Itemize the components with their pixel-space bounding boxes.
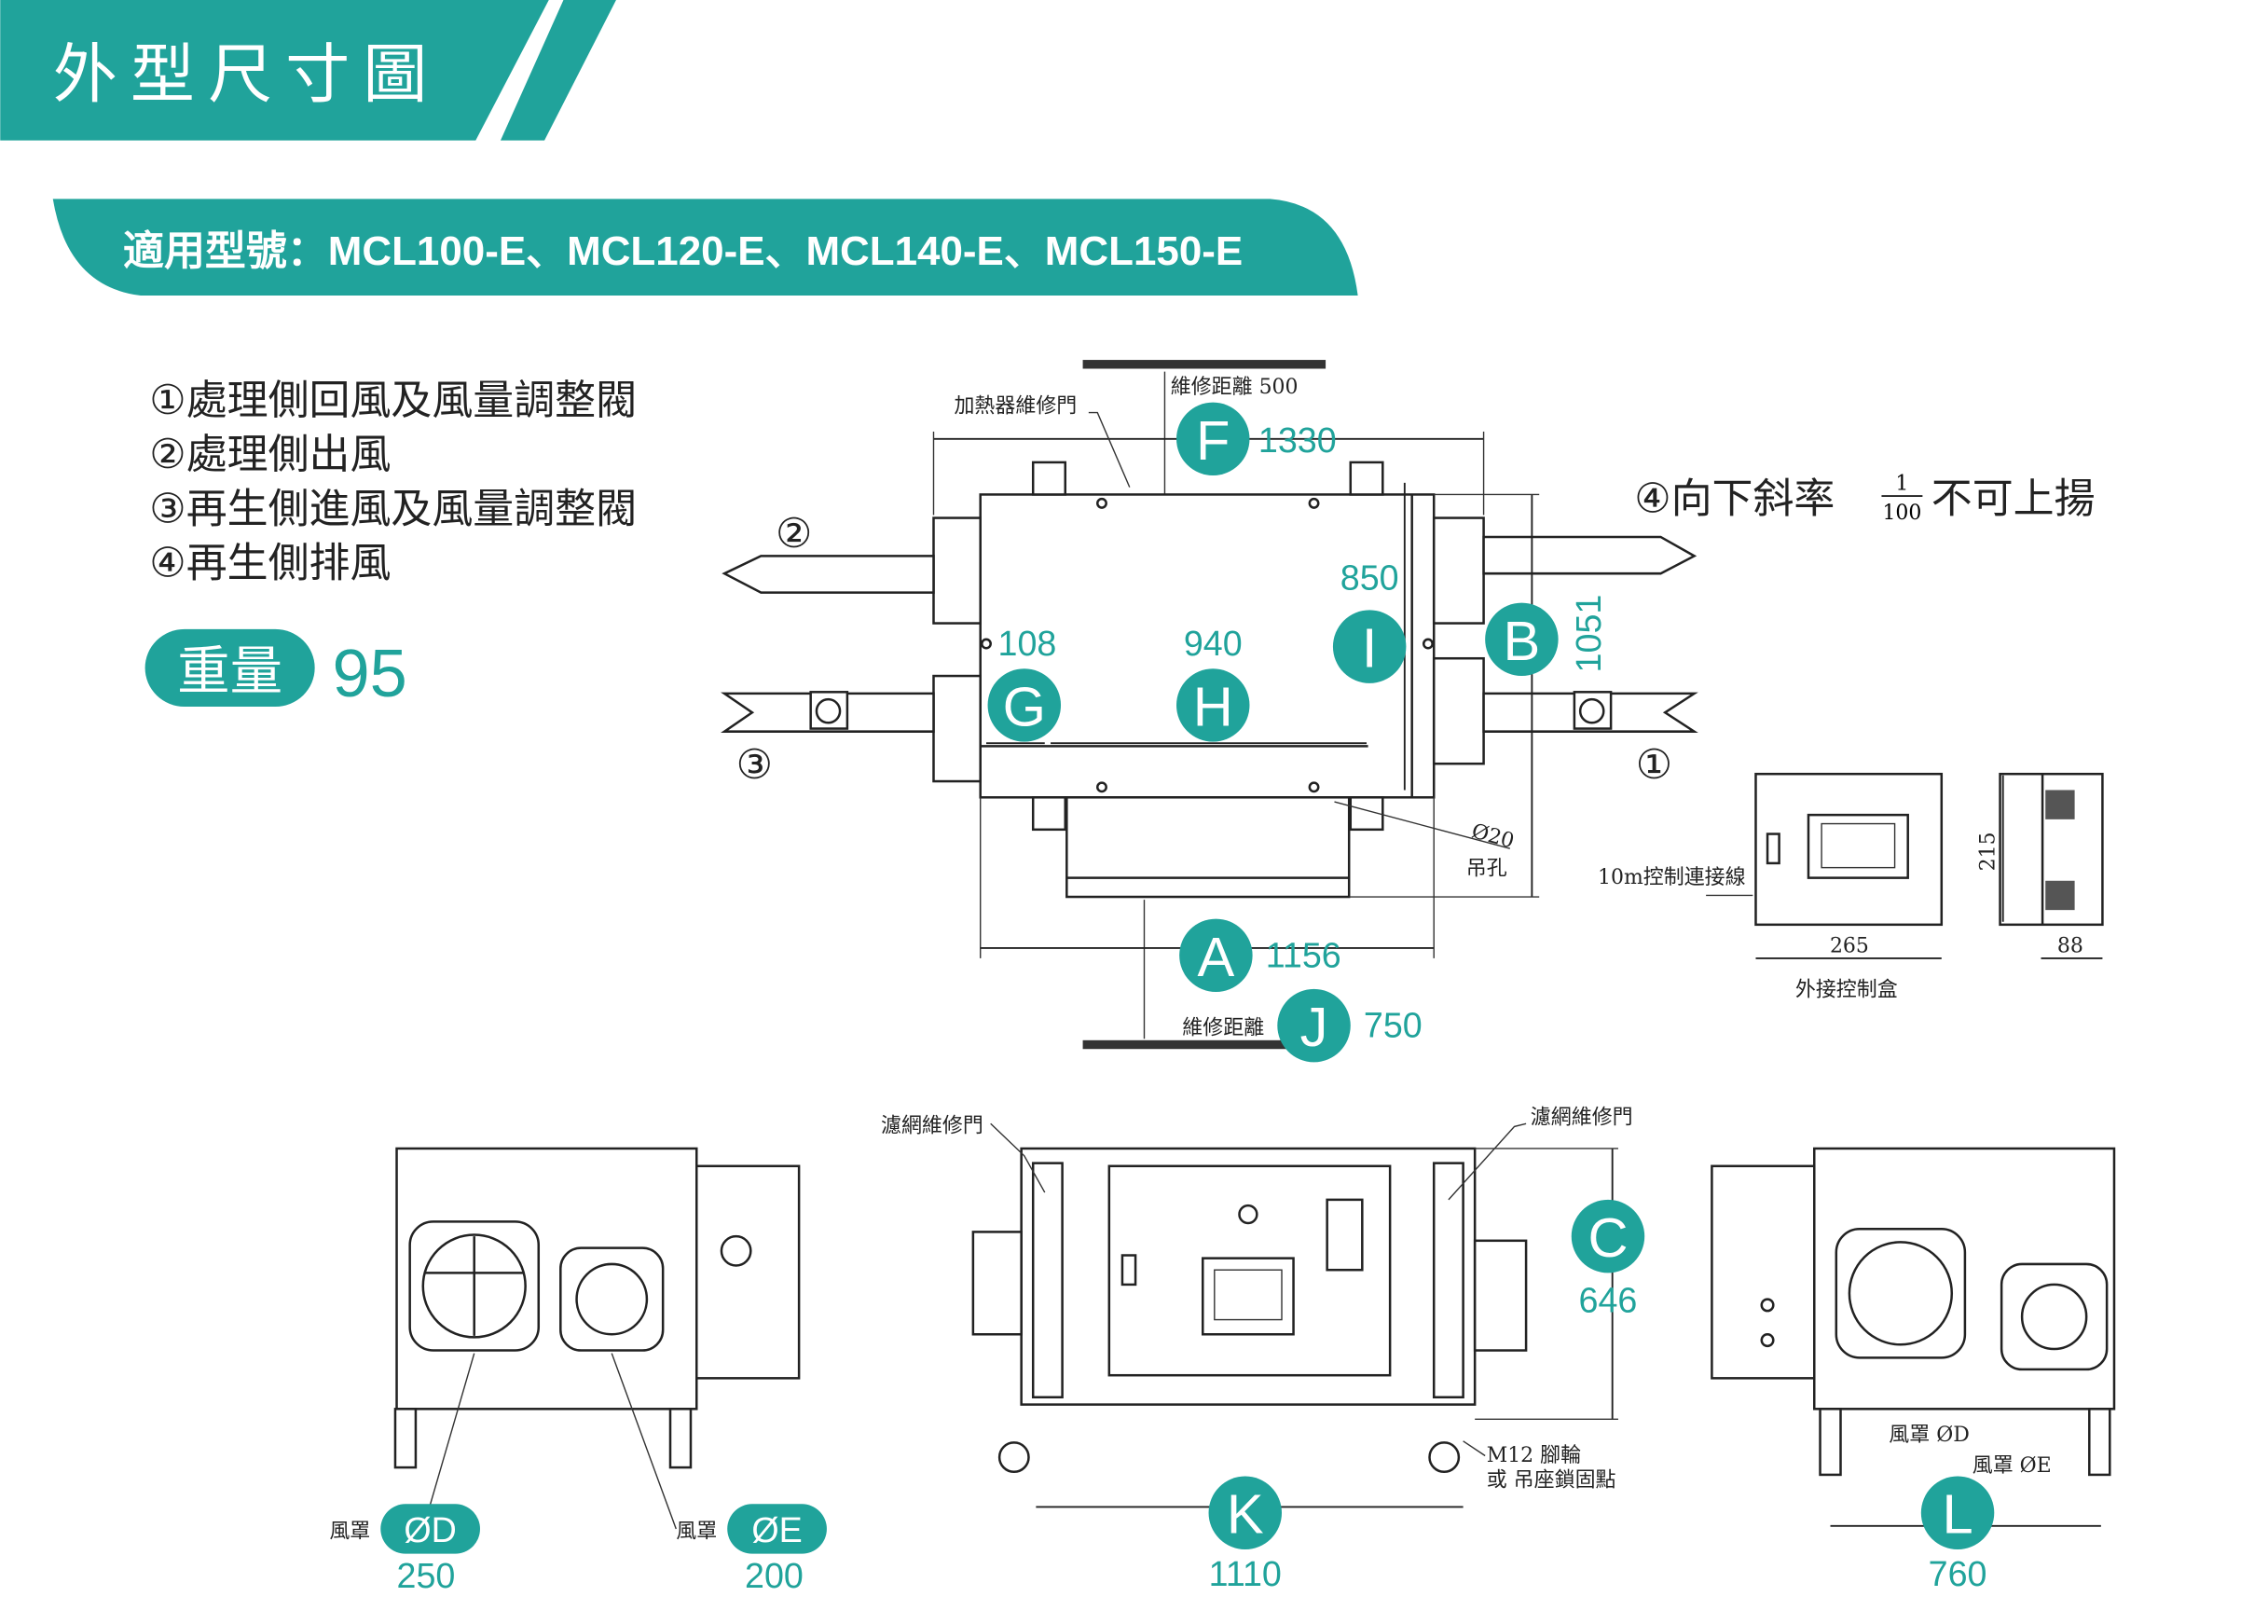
front-view	[971, 1122, 1618, 1508]
slope-num: ④	[1634, 475, 1670, 522]
svg-text:④再生側排風: ④再生側排風	[149, 539, 391, 586]
slope-frac-den: 100	[1882, 502, 1921, 525]
weight-value: 95	[332, 637, 406, 711]
dim-value-A: 1156	[1266, 935, 1341, 974]
control-cable-label: 10m控制連接線	[1598, 866, 1746, 889]
legend-label: 處理側回風及風量調整閥	[186, 377, 637, 424]
svg-text:③再生側進風及風量調整閥: ③再生側進風及風量調整閥	[149, 485, 637, 532]
badge-C: C 646	[1571, 1199, 1645, 1320]
svg-text:①處理側回風及風量調整閥: ①處理側回風及風量調整閥	[149, 377, 637, 424]
legend-label: 再生側排風	[186, 539, 392, 586]
legend-num: ③	[149, 485, 186, 532]
caster-label: M12 腳輪	[1487, 1444, 1581, 1467]
svg-text:B: B	[1503, 610, 1540, 672]
legend-label: 處理側出風	[186, 431, 392, 478]
service-top-label: 維修距離 500	[1171, 376, 1299, 399]
svg-text:F: F	[1196, 409, 1230, 472]
port-2-label: ②	[776, 510, 812, 557]
page-title: 外型尺寸圖	[53, 38, 441, 113]
hood-prefix: 風罩	[676, 1520, 717, 1543]
dim-value-I: 850	[1340, 557, 1399, 597]
port-1-label: ①	[1636, 741, 1672, 789]
slope-text-a: 向下斜率	[1671, 475, 1835, 522]
dim-value-K: 1110	[1209, 1554, 1282, 1593]
top-view-drawing	[721, 360, 1753, 1050]
dim-value-G: 108	[998, 624, 1057, 663]
svg-text:H: H	[1193, 675, 1233, 737]
weight-label: 重量	[177, 641, 282, 702]
control-box-depth: 88	[2057, 935, 2083, 958]
badge-D: 風罩 ØD 250	[329, 1504, 480, 1595]
badge-K: K 1110	[1208, 1476, 1283, 1593]
dim-value-H: 940	[1184, 624, 1243, 663]
annotations: 加熱器維修門 維修距離 500 維修距離 ④向下斜率 1 100 不可上揚 ① …	[736, 376, 2096, 1492]
svg-text:ØE: ØE	[751, 1510, 802, 1549]
svg-text:C: C	[1588, 1206, 1628, 1269]
legend-num: ④	[149, 539, 186, 586]
header-banner: 外型尺寸圖	[0, 0, 616, 141]
legend-list: ①處理側回風及風量調整閥 ②處理側出風 ③再生側進風及風量調整閥 ④再生側排風	[149, 377, 637, 586]
slope-text-b: 不可上揚	[1931, 475, 2096, 522]
badge-H: H 940	[1176, 624, 1250, 742]
legend-num: ②	[149, 431, 186, 478]
badge-L: L 760	[1920, 1476, 1995, 1593]
dim-value-L: 760	[1929, 1554, 1987, 1593]
control-box-drawing	[1754, 772, 2104, 959]
hood-e-label: 風罩 ØE	[1972, 1454, 2052, 1478]
legend-num: ①	[149, 377, 186, 424]
models-text: 適用型號：MCL100-E、MCL120-E、MCL140-E、MCL150-E	[123, 228, 1243, 274]
side-view-right	[1711, 1147, 2116, 1527]
dim-value-F: 1330	[1258, 420, 1337, 460]
filter-door-right-label: 濾網維修門	[1531, 1106, 1633, 1129]
badge-G: G 108	[987, 624, 1062, 742]
slope-frac-num: 1	[1895, 473, 1908, 496]
badge-A: A 1156	[1179, 918, 1341, 993]
port-3-label: ③	[736, 741, 773, 789]
control-box-width: 265	[1830, 935, 1869, 958]
legend-label: 再生側進風及風量調整閥	[186, 485, 637, 532]
svg-text:ØD: ØD	[404, 1510, 456, 1549]
hood-d-label: 風罩 ØD	[1889, 1424, 1970, 1447]
dim-value-E: 200	[745, 1556, 804, 1595]
models-bar: 適用型號：MCL100-E、MCL120-E、MCL140-E、MCL150-E	[52, 199, 1358, 296]
filter-door-left-label: 濾網維修門	[881, 1115, 983, 1138]
weight-badge: 重量 95	[144, 628, 407, 711]
svg-text:②處理側出風: ②處理側出風	[149, 431, 391, 478]
dim-value-J: 750	[1364, 1006, 1423, 1045]
hood-prefix: 風罩	[329, 1520, 370, 1543]
svg-text:A: A	[1197, 926, 1234, 988]
badge-J: J 750	[1277, 988, 1423, 1063]
hole-label: 吊孔	[1466, 857, 1507, 880]
heater-door-label: 加熱器維修門	[954, 395, 1077, 419]
svg-text:G: G	[1003, 675, 1046, 737]
badge-E: 風罩 ØE 200	[676, 1504, 827, 1595]
svg-text:④向下斜率: ④向下斜率	[1634, 475, 1835, 522]
service-bottom-label: 維修距離	[1182, 1017, 1264, 1040]
badge-F: F 1330	[1176, 402, 1337, 476]
caster-label-2: 或 吊座鎖固點	[1487, 1468, 1616, 1492]
hole-diameter-label: Ø20	[1469, 819, 1517, 853]
svg-text:K: K	[1227, 1483, 1264, 1546]
dim-value-B: 1051	[1569, 595, 1608, 673]
dim-value-D: 250	[397, 1556, 456, 1595]
badge-I: I 850	[1332, 557, 1407, 683]
badge-B: B 1051	[1485, 595, 1608, 677]
control-box-height: 215	[1976, 832, 2000, 871]
svg-text:I: I	[1362, 617, 1378, 680]
svg-text:L: L	[1942, 1483, 1972, 1546]
control-box-label: 外接控制盒	[1795, 979, 1898, 1002]
side-view-left	[393, 1147, 801, 1530]
dim-value-C: 646	[1579, 1281, 1638, 1320]
svg-text:J: J	[1300, 996, 1328, 1058]
